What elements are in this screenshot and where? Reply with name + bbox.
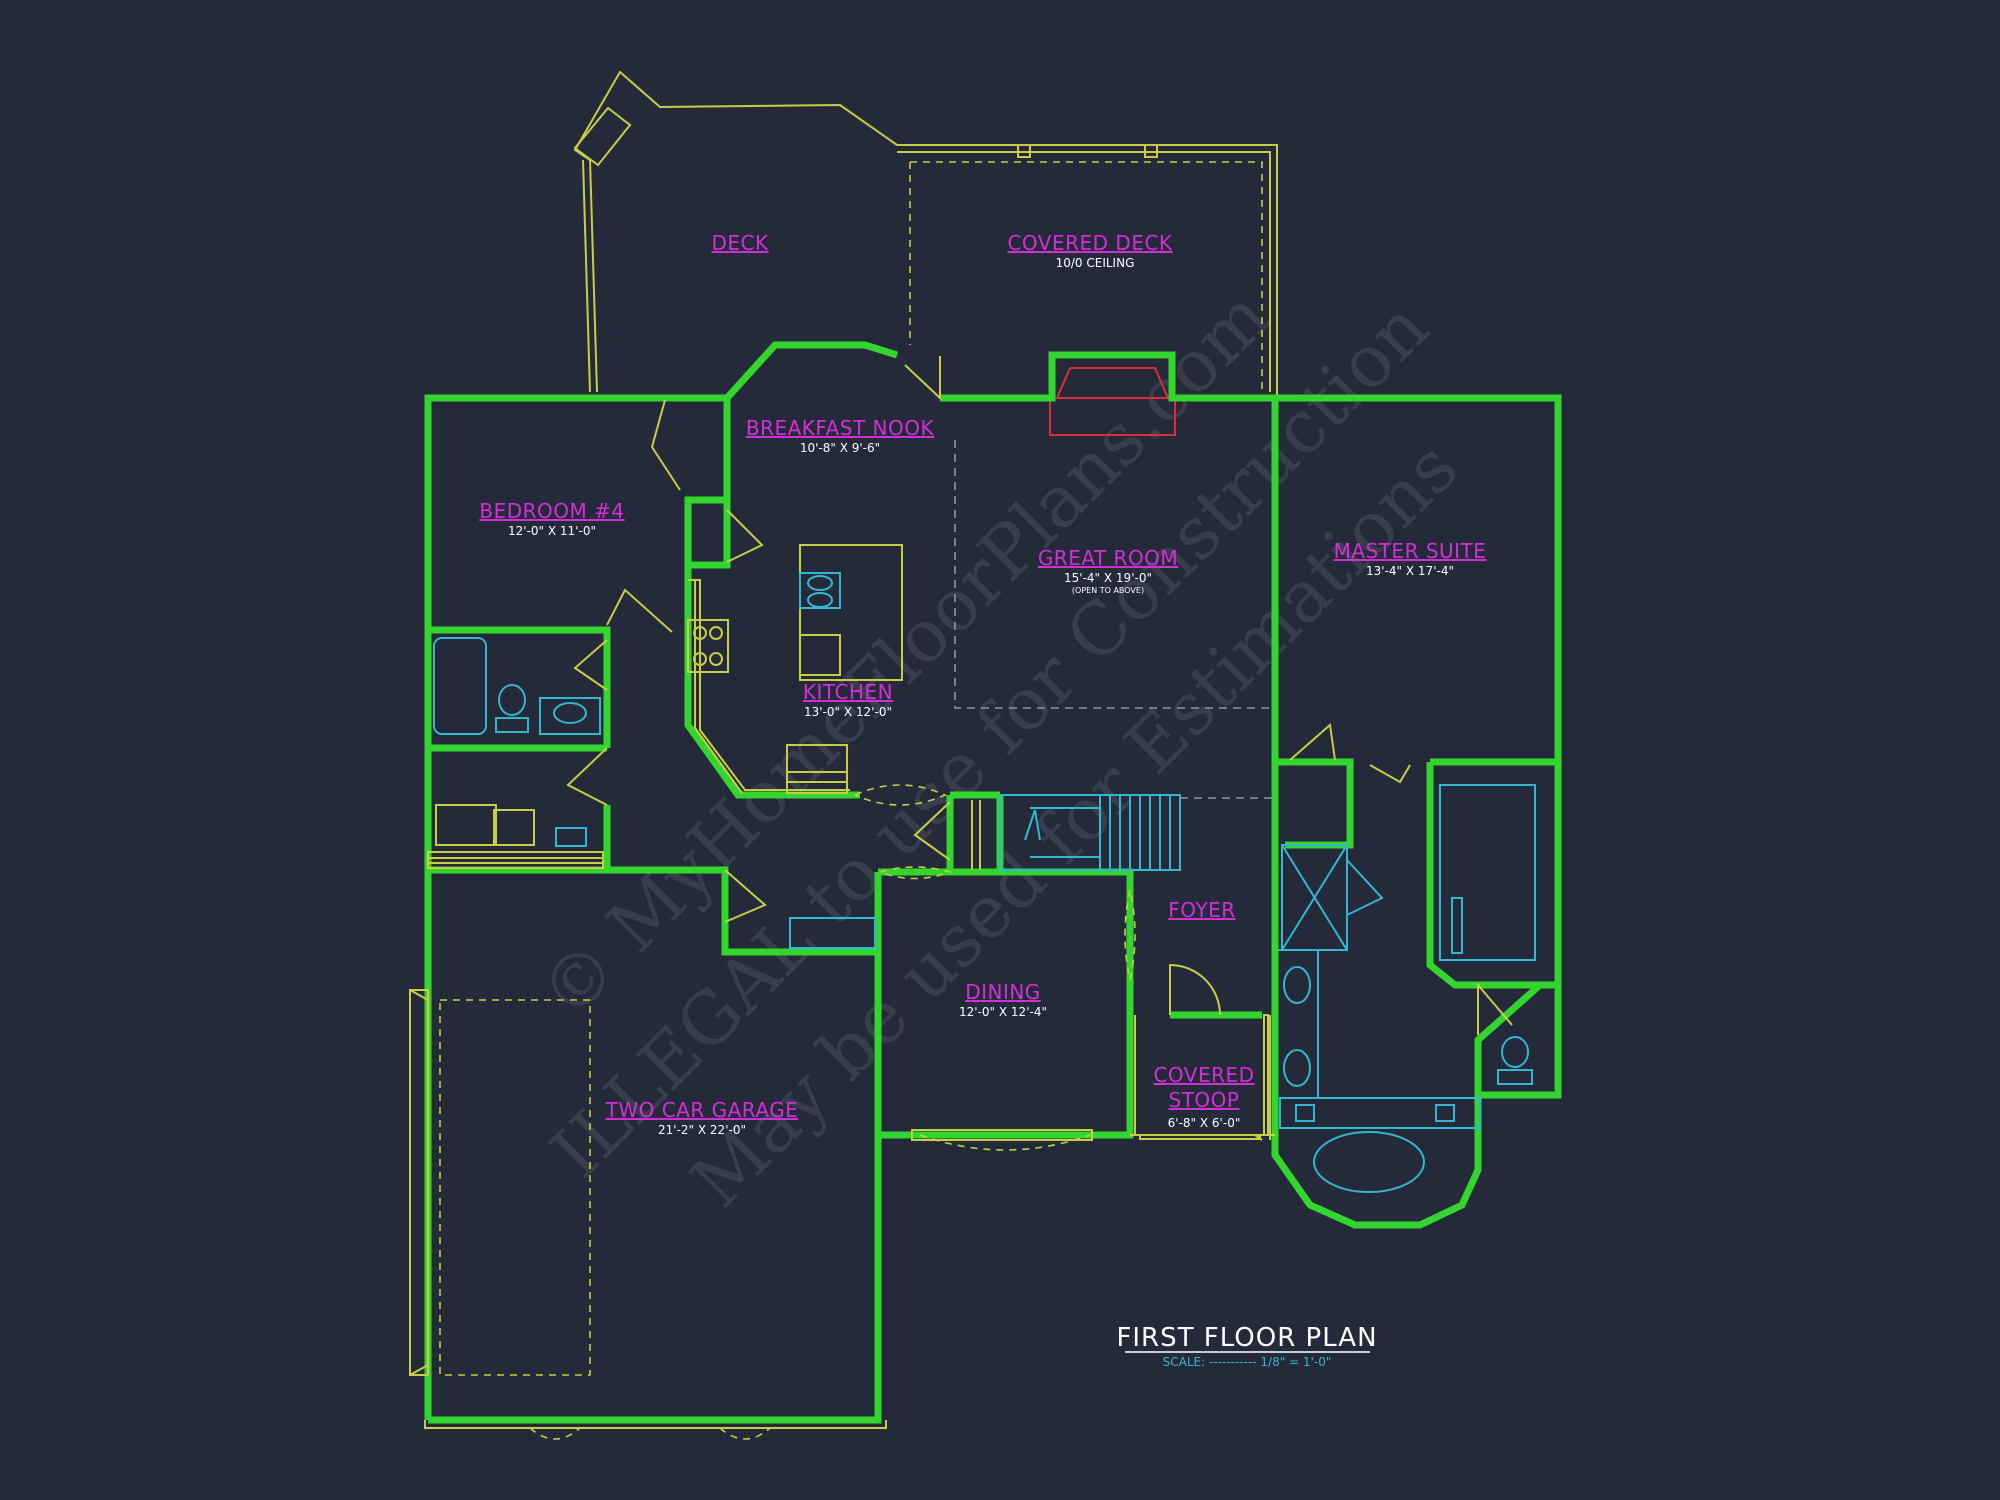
deck-label: DECK (711, 231, 769, 255)
dining-dimensions: 12'-0" X 12'-4" (959, 1005, 1047, 1019)
dining-label: DINING (965, 980, 1041, 1004)
plan-scale: SCALE: ----------- 1/8" = 1'-0" (1163, 1355, 1332, 1369)
staircase (789, 794, 1181, 949)
covered-stoop-label-line-1: COVERED (1153, 1063, 1254, 1087)
covered-deck-label: COVERED DECK (1007, 231, 1172, 255)
room-labels: DECK COVERED DECK 10/0 CEILING BREAKFAST… (479, 231, 1486, 1137)
bedroom-4-label: BEDROOM #4 (479, 499, 624, 523)
kitchen-dimensions: 13'-0" X 12'-0" (804, 705, 892, 719)
bedroom-4-dimensions: 12'-0" X 11'-0" (508, 524, 596, 538)
breakfast-nook-label: BREAKFAST NOOK (746, 416, 935, 440)
deck-outline (573, 70, 1278, 395)
covered-stoop-label-line-2: STOOP (1169, 1088, 1240, 1112)
great-room-label: GREAT ROOM (1038, 546, 1178, 570)
open-to-above-outline (954, 440, 1272, 799)
garage-dimensions: 21'-2" X 22'-0" (658, 1123, 746, 1137)
great-room-dimensions: 15'-4" X 19'-0" (1064, 571, 1152, 585)
plan-title: FIRST FLOOR PLAN (1116, 1323, 1377, 1353)
plan-title-block: FIRST FLOOR PLAN SCALE: ----------- 1/8"… (1116, 1323, 1377, 1369)
covered-stoop-dimensions: 6'-8" X 6'-0" (1168, 1116, 1241, 1130)
breakfast-nook-dimensions: 10'-8" X 9'-6" (800, 441, 880, 455)
master-suite-label: MASTER SUITE (1334, 539, 1487, 563)
covered-deck-note: 10/0 CEILING (1056, 256, 1135, 270)
fireplace (1049, 367, 1176, 436)
foyer-label: FOYER (1168, 898, 1235, 922)
kitchen-label: KITCHEN (803, 680, 893, 704)
interior-linework (409, 356, 1513, 1440)
garage-label: TWO CAR GARAGE (605, 1098, 799, 1122)
fixtures (433, 572, 1536, 1193)
master-suite-dimensions: 13'-4" X 17'-4" (1366, 564, 1454, 578)
great-room-note: (OPEN TO ABOVE) (1072, 586, 1144, 595)
